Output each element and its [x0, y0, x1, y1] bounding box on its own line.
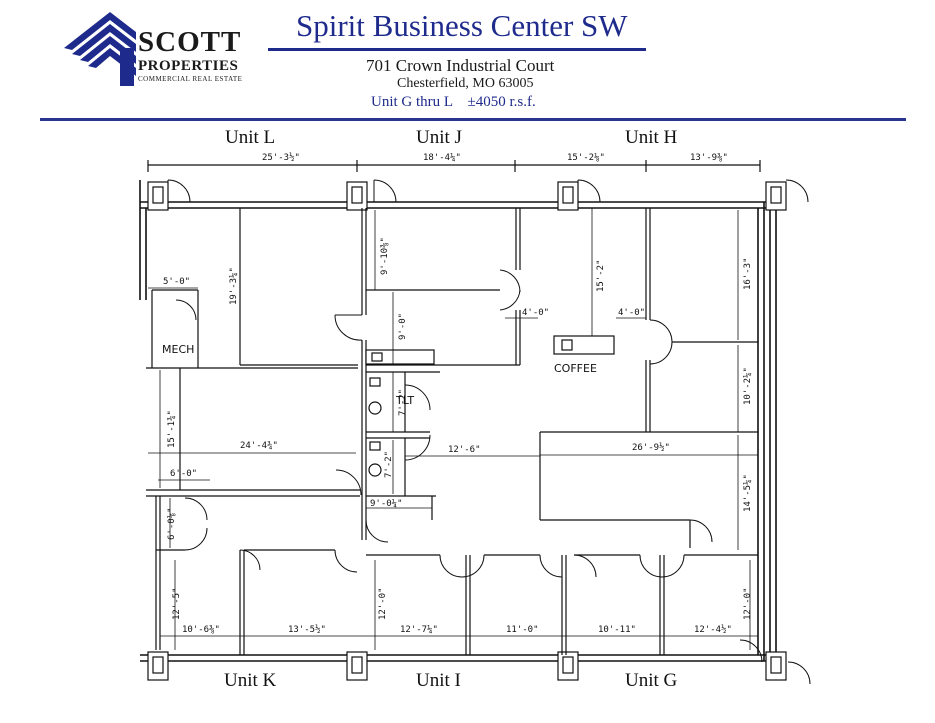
dim-9-0: 9'-0": [398, 313, 408, 340]
unit-label-h: Unit H: [625, 127, 678, 148]
header-divider: [40, 118, 906, 121]
logo-chevron-icon: [64, 12, 136, 86]
dim-bottom-12-7: 12'-7¼": [400, 625, 438, 635]
dim-26-9: 26'-9½": [632, 442, 670, 453]
dim-19-3: 19'-3¼": [229, 267, 239, 305]
dim-12-6: 12'-6": [448, 445, 481, 455]
dim-unit-j-width: 18'-4¼": [423, 153, 461, 163]
dim-24-4: 24'-4¾": [240, 441, 278, 451]
unit-label-g: Unit G: [625, 670, 678, 691]
address-street: 701 Crown Industrial Court: [366, 56, 555, 75]
dim-4-0-left: 4'-0": [522, 308, 549, 318]
unit-label-j: Unit J: [416, 127, 462, 148]
dim-15-2: 15'-2": [596, 259, 606, 292]
dim-unit-l-width: 25'-3½": [262, 152, 300, 163]
dim-5-0: 5'-0": [163, 277, 190, 287]
fixture: [365, 335, 615, 477]
dim-9-10: 9'-10⅜": [380, 237, 390, 275]
dim-bottom-12-4: 12'-4½": [694, 624, 732, 635]
logo-properties: PROPERTIES: [138, 58, 239, 74]
room-label-mech: MECH: [162, 343, 194, 356]
dim-6-0: 6'-0": [170, 469, 197, 479]
dim-4-0-right: 4'-0": [618, 308, 645, 318]
title-underline: [268, 48, 646, 51]
dim-12-5: 12'-5": [172, 587, 182, 620]
dim-9-0-quarter: 9'-0¼": [370, 499, 403, 509]
top-dimension-line: [147, 160, 761, 172]
address-city: Chesterfield, MO 63005: [397, 76, 534, 91]
dim-bottom-11-0: 11'-0": [506, 625, 539, 635]
dim-bottom-10-6: 10'-6⅜": [182, 625, 220, 635]
dim-bottom-10-11: 10'-11": [598, 625, 636, 635]
logo-tagline: COMMERCIAL REAL ESTATE: [138, 75, 243, 83]
room-label-coffee: COFFEE: [554, 362, 597, 375]
page-title: Spirit Business Center SW: [296, 8, 628, 43]
dim-7-2-lower: 7'-2": [384, 451, 394, 478]
dim-bottom-13-5: 13'-5½": [288, 624, 326, 635]
dim-12-0-right: 12'-0": [743, 587, 753, 620]
logo-name: SCOTT: [138, 26, 242, 58]
dim-7-2-upper: 7'-2": [398, 389, 408, 416]
dim-15-1: 15'-1¾": [167, 410, 177, 448]
unit-label-i: Unit I: [416, 670, 461, 691]
door-swing: [167, 179, 811, 685]
structural-column: [147, 181, 787, 681]
unit-label-l: Unit L: [225, 127, 276, 148]
unit-label-k: Unit K: [224, 670, 277, 691]
dim-unit-h-width-1: 15'-2⅛": [567, 153, 605, 163]
dim-10-2: 10'-2¼": [743, 367, 753, 405]
dimension-line: [148, 208, 758, 650]
room-label-toilet: TLT: [395, 394, 414, 407]
dim-6-0-vertical: 6'-0⅛": [167, 507, 177, 540]
dim-12-0-left: 12'-0": [378, 587, 388, 620]
units-area: Unit G thru L ±4050 r.s.f.: [371, 94, 536, 110]
dim-14-5: 14'-5¼": [743, 474, 753, 512]
exterior-wall: [139, 180, 777, 662]
dim-unit-h-width-2: 13'-9⅜": [690, 153, 728, 163]
dim-16-3: 16'-3": [743, 257, 753, 290]
